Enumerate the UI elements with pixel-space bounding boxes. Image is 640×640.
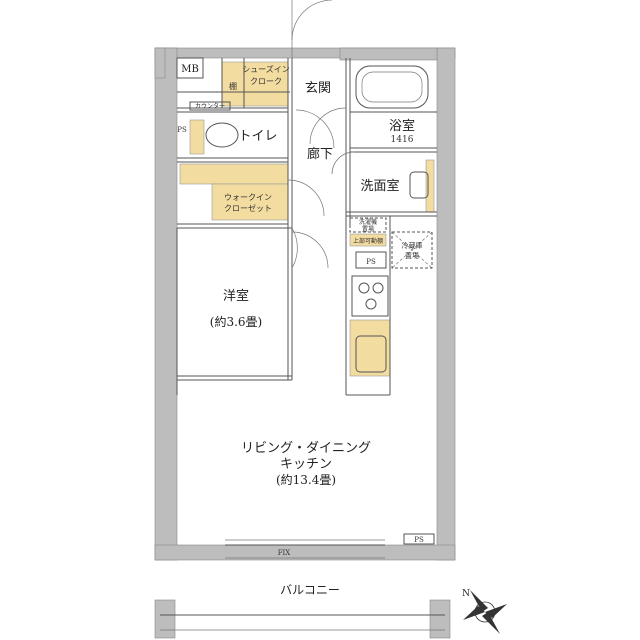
fridge-label-1: 冷蔵庫 (402, 241, 423, 250)
walkin-closet-area (211, 183, 289, 221)
western-room-label: 洋室 (223, 288, 249, 304)
shelf-label: 棚 (229, 81, 237, 91)
kitchen-sink (355, 335, 387, 373)
upper-shelf-label: 上部可動棚 (353, 237, 383, 245)
bath-size-label: 1416 (391, 135, 414, 145)
washroom-shelf (425, 159, 435, 213)
burner-icon (365, 298, 377, 310)
toilet-label: トイレ (238, 129, 277, 144)
mb-label: MB (181, 64, 199, 75)
north-label: N (462, 589, 470, 599)
ps-kitchen-label: PS (366, 258, 376, 266)
burner-icon (372, 282, 384, 294)
counter-box (189, 101, 231, 111)
balcony-label: バルコニー (280, 583, 340, 597)
western-room-size: (約3.6畳) (210, 314, 262, 329)
toilet-tank (189, 119, 205, 155)
partitions (176, 58, 437, 396)
fridge-label-2: 置場 (405, 251, 419, 260)
bathtub (355, 65, 429, 109)
toilet-bowl (205, 122, 239, 148)
washer-space (349, 217, 387, 233)
kitchen-counter (349, 319, 391, 377)
ps-kitchen-box (355, 251, 387, 269)
hallway-label: 廊下 (307, 146, 333, 162)
burner-icon (358, 282, 370, 294)
ps-left-label: PS (177, 126, 187, 134)
washroom-label: 洗面室 (360, 178, 399, 194)
entrance-label: 玄関 (305, 81, 331, 96)
washer-label-2: 置場 (362, 225, 374, 233)
ldk-size-label: (約13.4畳) (276, 472, 336, 487)
ps-bottom-box (403, 533, 435, 545)
walkin-label-1: ウォークイン (224, 193, 272, 202)
shoe-closet-label-2: クローク (250, 77, 282, 86)
counter-label: カウンター (195, 102, 225, 110)
compass-icon (463, 590, 507, 634)
washbasin (409, 171, 429, 199)
fix-label: FIX (278, 549, 291, 557)
shoe-closet-area (221, 61, 289, 107)
mb-box (176, 57, 204, 79)
door-swings (287, 0, 355, 269)
washer-label-1: 洗濯機 (359, 218, 377, 226)
ldk-label-1: リビング・ダイニング (241, 441, 371, 456)
bath-label: 浴室 (389, 118, 415, 134)
shoe-closet-label-1: シューズイン (242, 64, 290, 74)
upper-shelf (349, 233, 387, 247)
stove (351, 275, 389, 317)
fridge-space (391, 231, 433, 269)
walkin-closet-shelf (179, 163, 289, 185)
ps-bottom-label: PS (414, 536, 424, 544)
walkin-label-2: クローゼット (224, 203, 272, 213)
walls (154, 47, 456, 639)
ldk-label-2: キッチン (280, 457, 332, 472)
